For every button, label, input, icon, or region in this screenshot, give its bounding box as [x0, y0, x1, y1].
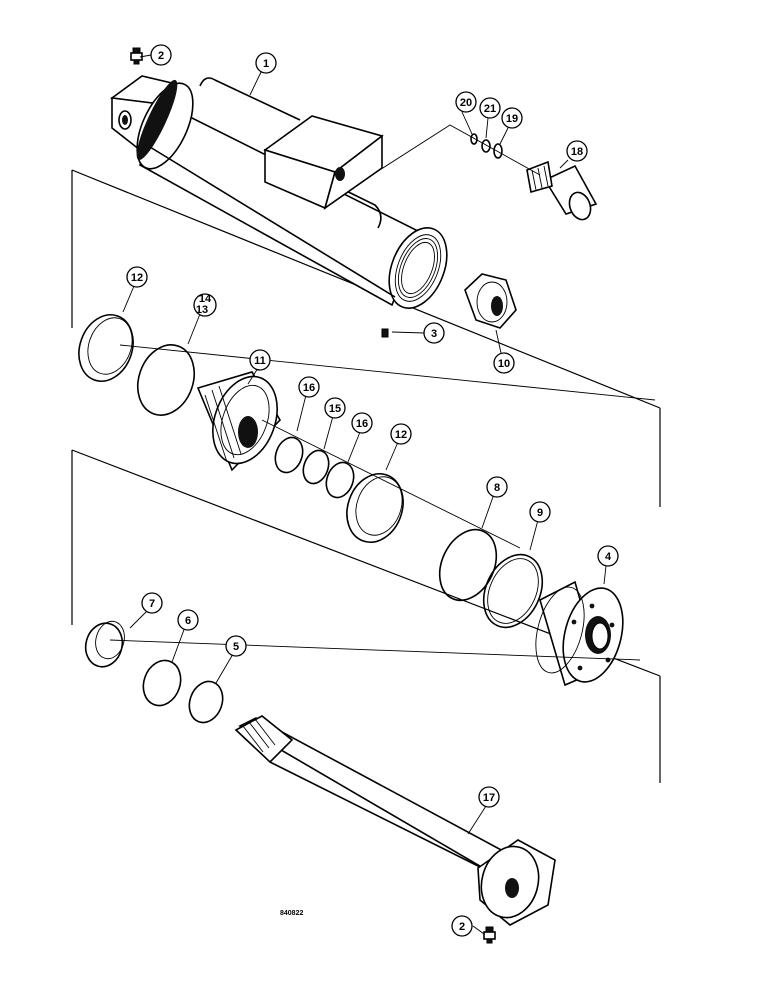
valve-seals [470, 133, 503, 159]
svg-text:20: 20 [460, 97, 472, 109]
callout-16-right: 16 [351, 412, 373, 434]
callout-7: 7 [141, 592, 163, 614]
svg-text:11: 11 [254, 355, 266, 367]
svg-text:17: 17 [483, 792, 495, 804]
svg-text:15: 15 [329, 403, 341, 415]
callout-leaders [122, 54, 607, 935]
setscrew [381, 328, 389, 338]
callout-3: 3 [423, 322, 445, 344]
svg-text:3: 3 [431, 328, 437, 340]
wear-ring-lower [346, 473, 404, 543]
callout-19: 19 [501, 107, 523, 129]
wiper-5 [188, 680, 224, 724]
callout-8: 8 [486, 476, 508, 498]
axis-lines [109, 344, 656, 661]
svg-text:7: 7 [149, 598, 155, 610]
svg-text:12: 12 [131, 272, 143, 284]
svg-text:6: 6 [185, 615, 191, 627]
callout-4: 4 [597, 545, 619, 567]
callout-9: 9 [529, 501, 551, 523]
valve-cartridge [526, 160, 598, 221]
piston [196, 371, 281, 472]
svg-text:2: 2 [459, 921, 465, 933]
callout-16-left: 16 [298, 376, 320, 398]
drawing-number: 840822 [280, 910, 303, 917]
backup-rings [274, 436, 355, 499]
callout-2-top: 2 [150, 44, 172, 66]
callout-12-lower: 12 [390, 423, 412, 445]
callout-10: 10 [493, 352, 515, 374]
svg-text:13: 13 [196, 304, 208, 316]
callout-11: 11 [249, 349, 271, 371]
svg-text:4: 4 [605, 551, 612, 563]
head-o-ring [438, 528, 498, 602]
piston-nut [464, 273, 517, 329]
svg-text:10: 10 [498, 358, 510, 370]
svg-text:2: 2 [158, 50, 164, 62]
rod-seal-6 [142, 659, 182, 707]
callout-17: 17 [478, 786, 500, 808]
callout-13-14: 14 13 [193, 293, 217, 317]
piston-rod [234, 715, 556, 926]
svg-text:1: 1 [263, 58, 269, 70]
bushing-7 [84, 620, 125, 668]
svg-text:16: 16 [303, 382, 315, 394]
wear-ring-upper [78, 314, 134, 382]
callout-20: 20 [455, 91, 477, 113]
callout-5: 5 [225, 635, 247, 657]
svg-text:8: 8 [494, 482, 500, 494]
callout-21: 21 [479, 97, 501, 119]
callout-18: 18 [566, 140, 588, 162]
valve-leader [374, 124, 541, 176]
callout-6: 6 [177, 609, 199, 631]
callout-15: 15 [324, 397, 346, 419]
svg-text:5: 5 [233, 641, 239, 653]
cylinder-head [535, 580, 624, 687]
grease-fitting-top [130, 47, 143, 65]
cylinder-barrel [109, 75, 448, 309]
callout-2-bottom: 2 [451, 915, 473, 937]
callout-12-upper: 12 [126, 266, 148, 288]
svg-text:9: 9 [537, 507, 543, 519]
callout-1: 1 [255, 52, 277, 74]
grease-fitting-bottom [483, 926, 496, 944]
svg-text:18: 18 [571, 146, 583, 158]
svg-text:12: 12 [395, 429, 407, 441]
piston-seal [136, 344, 196, 416]
svg-text:21: 21 [484, 103, 496, 115]
svg-text:19: 19 [506, 113, 518, 125]
svg-text:16: 16 [356, 418, 368, 430]
svg-text:14: 14 [199, 293, 212, 305]
head-backup-ring [482, 553, 544, 629]
